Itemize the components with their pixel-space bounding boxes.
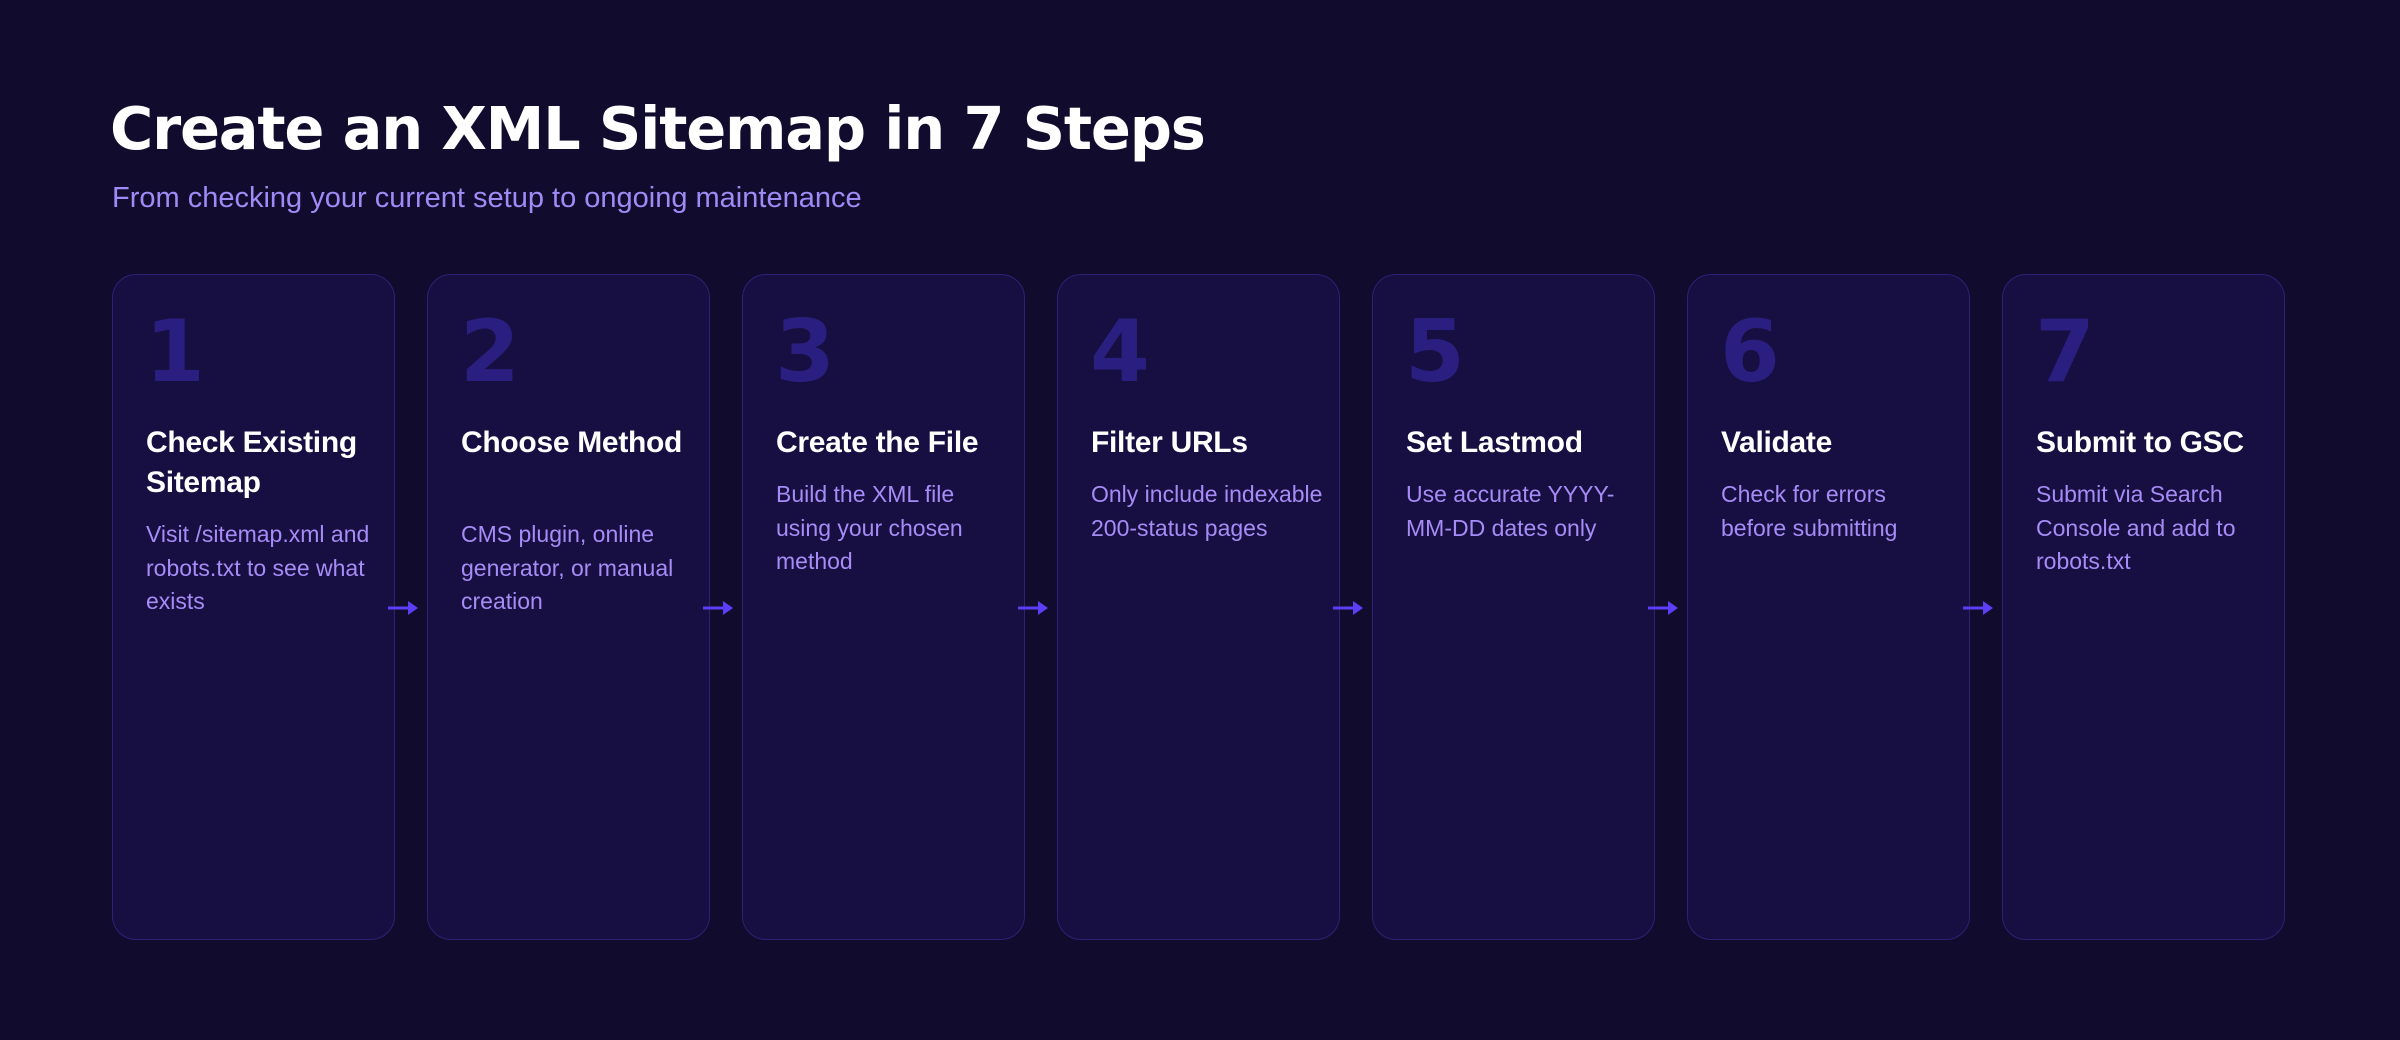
step-number: 4 [1090,302,1150,402]
arrow-right-icon [1963,601,1993,615]
step-title: Validate [1721,426,1832,459]
step-card-2: 2 Choose Method CMS plugin, online gener… [427,274,710,940]
step-description: Use accurate YYYY-MM-DD dates only [1406,481,1615,541]
step-number: 3 [775,302,835,402]
arrow-right-icon [388,601,418,615]
arrow-right-icon [703,601,733,615]
step-number: 1 [145,302,205,402]
step-description: Check for errors before submitting [1721,481,1898,541]
step-card-3: 3 Create the File Build the XML file usi… [742,274,1025,940]
step-title: Submit to GSC [2036,426,2244,459]
step-description: Submit via Search Console and add to rob… [2036,481,2236,574]
step-title: Choose Method [461,426,683,459]
step-title: Check Existing Sitemap [146,426,357,499]
arrow-right-icon [1333,601,1363,615]
page-title: Create an XML Sitemap in 7 Steps [110,94,1206,163]
page-subtitle: From checking your current setup to ongo… [112,182,862,214]
step-title: Filter URLs [1091,426,1248,459]
step-card-1: 1 Check Existing Sitemap Visit /sitemap.… [112,274,395,940]
step-description: Only include indexable 200-status pages [1091,481,1323,541]
step-card-7: 7 Submit to GSC Submit via Search Consol… [2002,274,2285,940]
step-description: CMS plugin, online generator, or manual … [461,521,674,614]
step-number: 5 [1405,302,1465,402]
step-title: Create the File [776,426,979,459]
step-card-5: 5 Set Lastmod Use accurate YYYY-MM-DD da… [1372,274,1655,940]
arrow-right-icon [1648,601,1678,615]
step-number: 6 [1720,302,1780,402]
arrow-right-icon [1018,601,1048,615]
steps-flow: 1 Check Existing Sitemap Visit /sitemap.… [112,274,2288,942]
step-card-4: 4 Filter URLs Only include indexable 200… [1057,274,1340,940]
step-title: Set Lastmod [1406,426,1583,459]
step-number: 2 [460,302,520,402]
step-number: 7 [2035,302,2095,402]
step-description: Visit /sitemap.xml and robots.txt to see… [146,521,370,614]
step-description: Build the XML file using your chosen met… [776,481,963,574]
step-card-6: 6 Validate Check for errors before submi… [1687,274,1970,940]
